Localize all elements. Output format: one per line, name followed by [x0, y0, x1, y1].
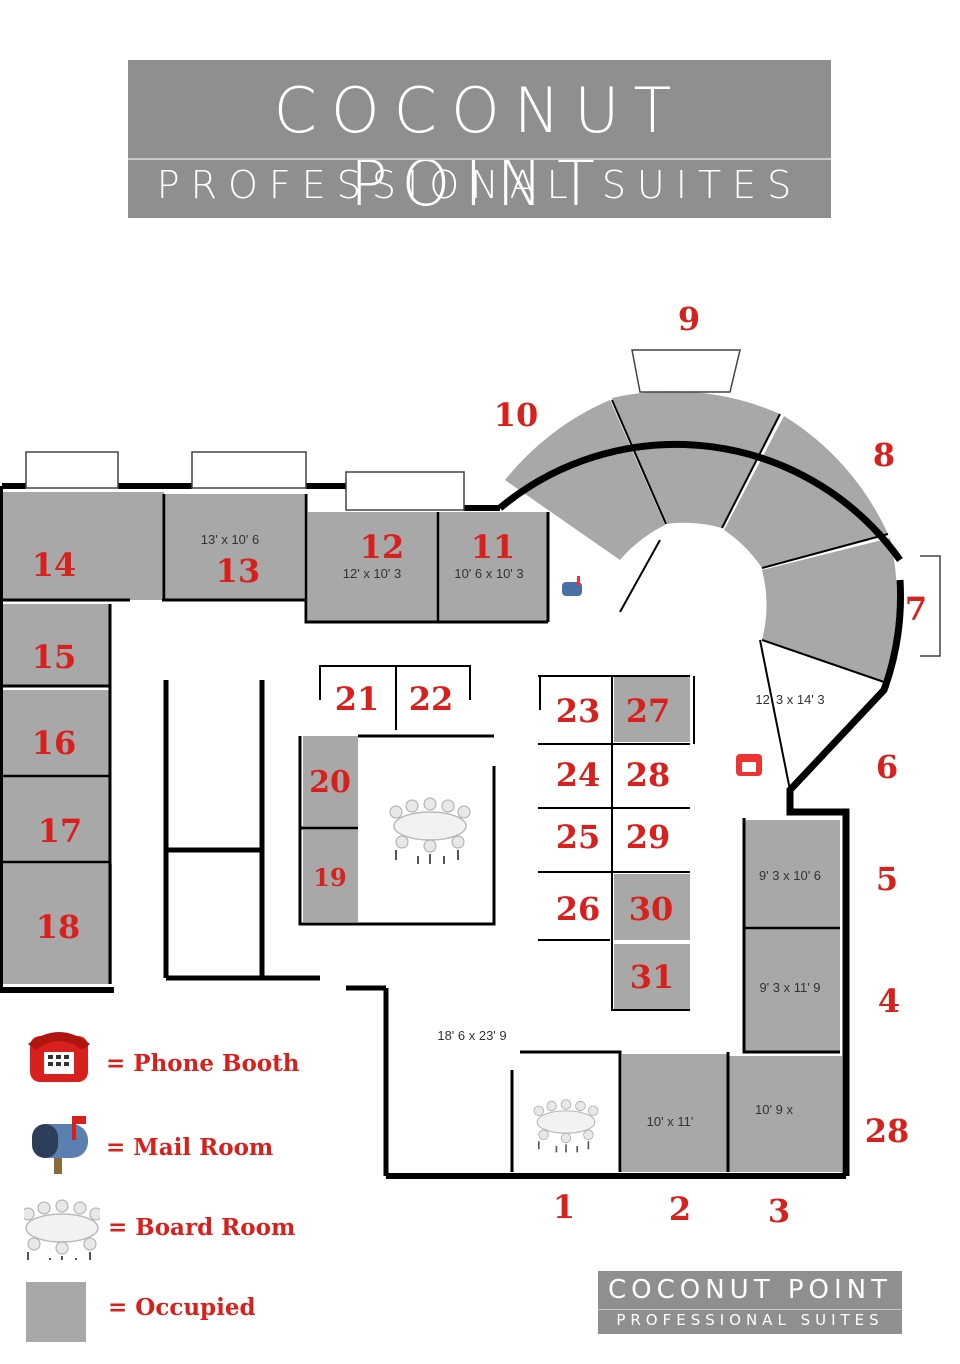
mailbox-icon	[24, 1114, 94, 1178]
suite-label: 25	[556, 818, 601, 856]
suite-label: 11	[471, 528, 516, 566]
suite-label: 9	[678, 300, 700, 338]
suite-label: 18	[36, 908, 81, 946]
suite-label: 31	[630, 958, 675, 996]
mailbox-icon	[562, 576, 582, 596]
suite-label: 3	[768, 1192, 790, 1230]
suite-label: 13	[216, 552, 261, 590]
occupied-rooms	[2, 391, 898, 1172]
suite-label: 26	[556, 890, 601, 928]
suite-label: 23	[556, 692, 601, 730]
board-room-table	[389, 797, 471, 865]
room-dimension: 12' x 10' 3	[343, 566, 401, 581]
room-dimension: 10' x 11'	[647, 1114, 694, 1129]
suite-label: 15	[32, 638, 77, 676]
room-dimension: 10' 6 x 10' 3	[454, 566, 523, 581]
suite-label: 28	[626, 756, 671, 794]
suite-label: 29	[626, 818, 671, 856]
suite-label: 7	[905, 590, 927, 628]
occupied-swatch	[26, 1282, 86, 1342]
legend-label: = Occupied	[108, 1294, 256, 1321]
suite-label: 30	[629, 890, 674, 928]
suite-label: 21	[335, 680, 380, 718]
room-dimension: 12' 3 x 14' 3	[755, 692, 824, 707]
legend-label: = Phone Booth	[106, 1050, 300, 1077]
suite-label: 22	[409, 680, 454, 718]
board-room-icon	[21, 1196, 103, 1267]
window-bays	[25, 349, 941, 657]
room-dimensions: 13' x 10' 6 12' x 10' 3 10' 6 x 10' 3 12…	[201, 532, 825, 1129]
board-room-table	[533, 1098, 599, 1154]
suite-label: 1	[553, 1188, 575, 1226]
header-subtitle: PROFESSIONAL SUITES	[156, 163, 803, 207]
footer-subtitle: PROFESSIONAL SUITES	[616, 1311, 884, 1329]
suite-label: 27	[626, 692, 671, 730]
suite-numbers: 9 10 8 7 6 5 4 28 1 2 3 14 13 12 11 15 1…	[32, 300, 927, 1230]
suite-label: 12	[360, 528, 405, 566]
suite-label: 28	[865, 1112, 910, 1150]
header-logo: COCONUT POINT PROFESSIONAL SUITES	[128, 60, 831, 220]
footer-title: COCONUT POINT	[607, 1275, 892, 1305]
suite-label: 8	[873, 436, 895, 474]
phone-icon	[736, 754, 762, 776]
suite-label: 24	[556, 756, 601, 794]
legend-label: = Board Room	[108, 1214, 296, 1241]
room-dimension: 10' 9 x	[755, 1102, 793, 1117]
phone-icon	[24, 1026, 94, 1090]
room-dimension: 9' 3 x 10' 6	[759, 868, 821, 883]
footer-divider	[598, 1309, 902, 1310]
suite-label: 14	[32, 546, 77, 584]
header-divider	[128, 158, 831, 160]
suite-label: 17	[38, 812, 83, 850]
suite-label: 16	[32, 724, 77, 762]
legend-label: = Mail Room	[106, 1134, 274, 1161]
footer-logo: COCONUT POINT PROFESSIONAL SUITES	[598, 1271, 902, 1334]
suite-label: 6	[876, 748, 898, 786]
suite-label: 4	[878, 982, 900, 1020]
suite-label: 2	[669, 1190, 691, 1228]
room-dimension: 18' 6 x 23' 9	[437, 1028, 506, 1043]
suite-label: 20	[309, 765, 351, 800]
room-dimension: 13' x 10' 6	[201, 532, 259, 547]
suite-label: 19	[313, 863, 346, 892]
suite-label: 5	[876, 860, 898, 898]
walls	[0, 399, 904, 1179]
suite-label: 10	[494, 396, 539, 434]
room-dimension: 9' 3 x 11' 9	[759, 980, 820, 995]
